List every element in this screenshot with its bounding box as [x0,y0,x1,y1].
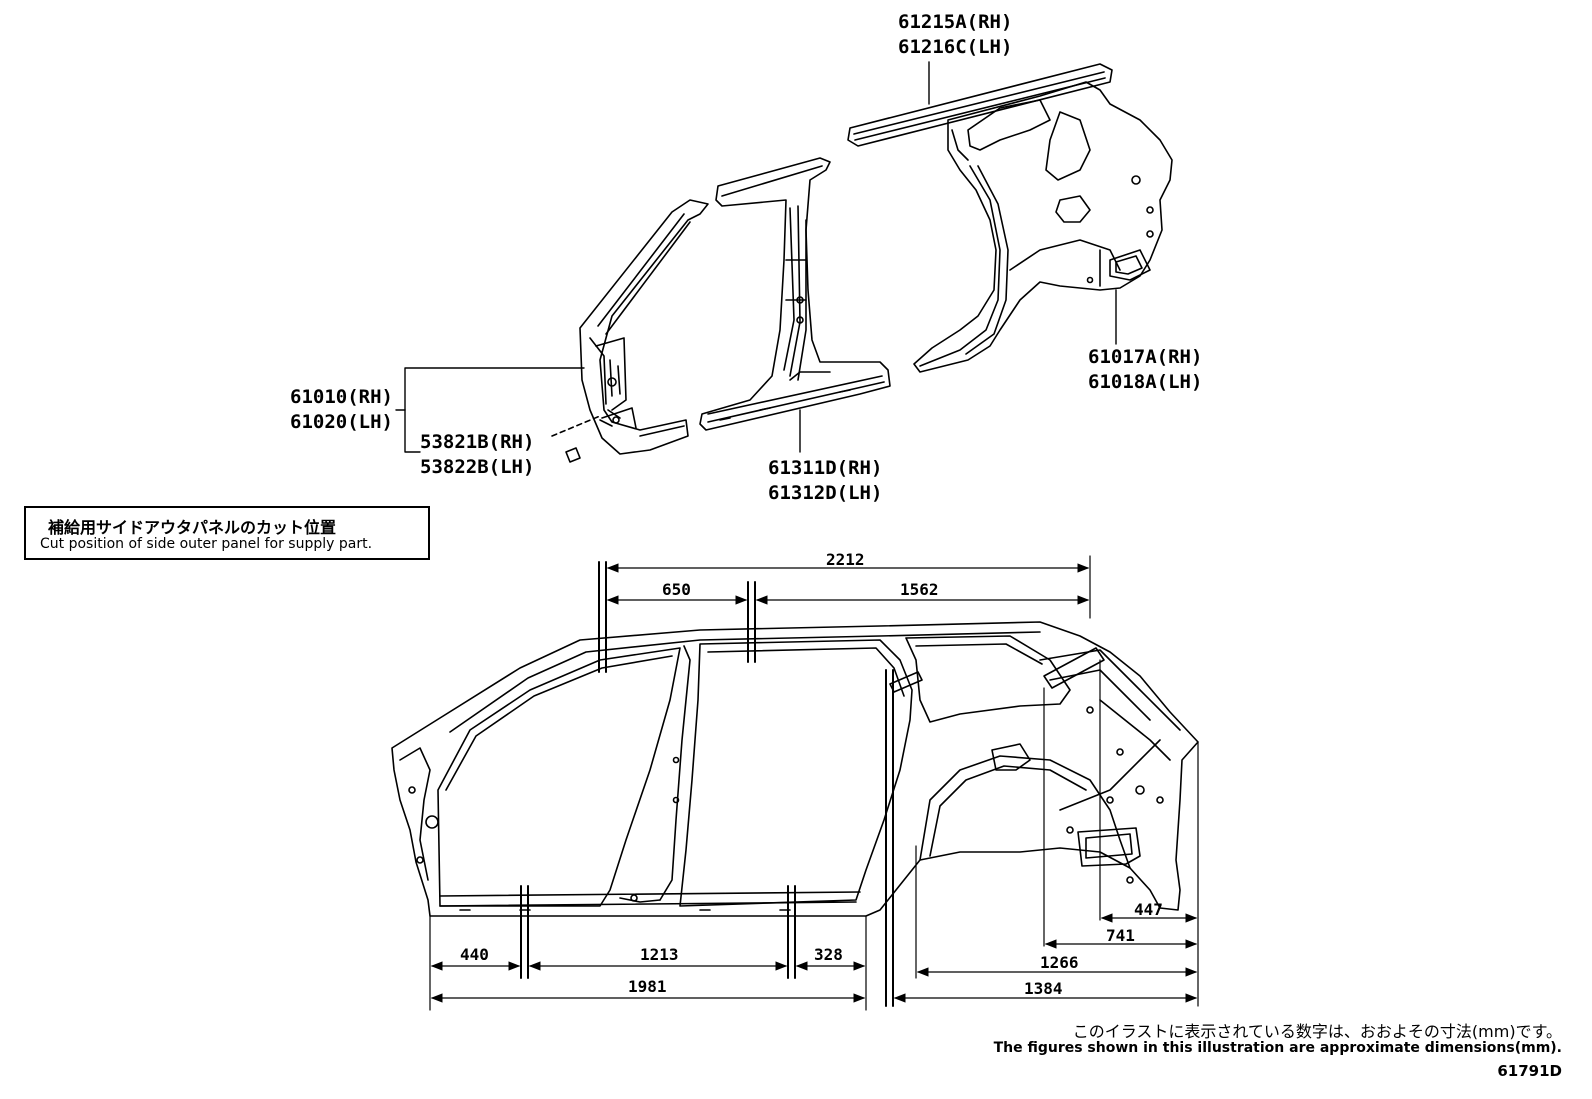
footnote-en: The figures shown in this illustration a… [993,1040,1562,1056]
dimension-328: 328 [814,945,843,964]
bracket-part [551,415,601,463]
dimension-440: 440 [460,945,489,964]
dimension-1981: 1981 [628,977,667,996]
part-number-front-pillar-lh: 61020(LH) [290,411,393,433]
part-number-quarter-panel-rh: 61017A(RH) [1088,346,1203,368]
footnote-jp: このイラストに表示されている数字は、おおよその寸法(mm)です。 [1072,1022,1562,1041]
roof-rail-part [847,63,1113,147]
dimension-447: 447 [1134,900,1163,919]
dimension-1562: 1562 [900,580,939,599]
part-number-roof-rail-rh: 61215A(RH) [898,11,1013,33]
front-pillar-part [579,199,709,455]
part-number-roof-rail-lh: 61216C(LH) [898,36,1013,58]
leader-lines [395,61,1117,453]
part-number-center-pillar-rh: 61311D(RH) [768,457,883,479]
part-number-quarter-panel-lh: 61018A(LH) [1088,371,1203,393]
dimension-1213: 1213 [640,945,679,964]
cut-lines[interactable] [520,561,894,1007]
legend-title-jp: 補給用サイドアウタパネルのカット位置 [48,518,337,537]
dimension-741: 741 [1106,926,1135,945]
dimension-2212: 2212 [826,550,865,569]
dimension-650: 650 [662,580,691,599]
center-pillar-part [699,157,891,431]
dimension-1384: 1384 [1024,979,1063,998]
cut-position-legend: 補給用サイドアウタパネルのカット位置 Cut position of side … [24,506,430,560]
quarter-panel-part [913,81,1173,373]
part-number-bracket-rh: 53821B(RH) [420,431,535,453]
quarter-cut-line[interactable] [889,647,1105,693]
part-number-bracket-lh: 53822B(LH) [420,456,535,478]
part-number-front-pillar-rh: 61010(RH) [290,386,393,408]
dimension-arrows [430,563,1198,1003]
part-number-center-pillar-lh: 61312D(LH) [768,482,883,504]
figure-id: 61791D [1497,1062,1562,1080]
side-outer-panel [391,621,1199,917]
dimension-1266: 1266 [1040,953,1079,972]
legend-title-en: Cut position of side outer panel for sup… [40,536,373,552]
extension-lines [429,555,1199,1011]
